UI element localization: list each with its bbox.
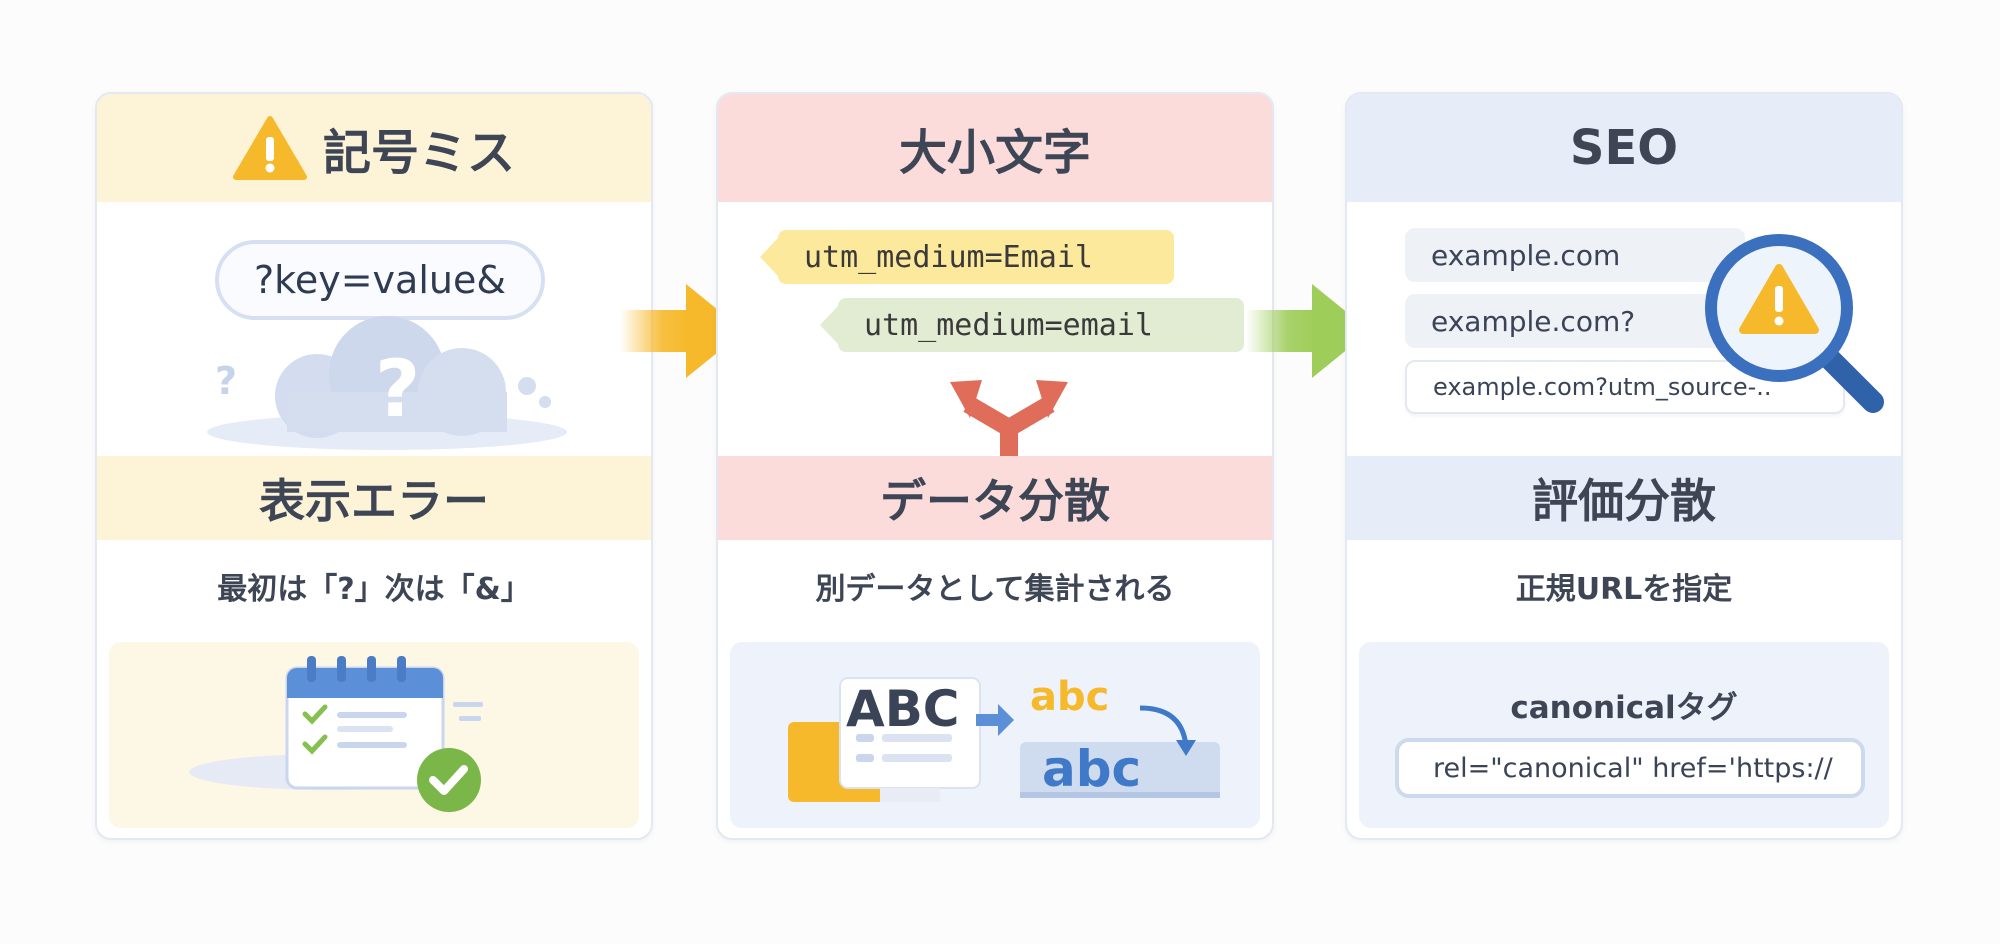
glyph-upper: ABC <box>846 680 960 738</box>
panel-note: 別データとして集計される <box>815 572 1175 607</box>
url-item: example.com? <box>1405 294 1745 348</box>
url-item: example.com <box>1405 228 1745 282</box>
panel-header-text: 記号ミス <box>322 125 515 181</box>
canonical-panel <box>1359 642 1889 828</box>
question-icon: ? ? <box>207 316 567 450</box>
panel-symbol-error: 記号ミス ?key=value& ? ? 表示エラー 最初は「?」次は「&」 <box>95 92 653 840</box>
issue-label: データ分散 <box>718 456 1272 540</box>
query-example: ?key=value& <box>215 240 545 320</box>
canonical-tag-label: canonicalタグ <box>1510 690 1738 726</box>
flow-arrow-2 <box>1246 284 1370 378</box>
issue-label: 評価分散 <box>1347 456 1901 540</box>
panel-header: 記号ミス <box>97 94 651 202</box>
case-panel: ABC abc abc <box>730 642 1260 828</box>
magnifier-warning-icon <box>1705 234 1884 413</box>
canonical-code: rel="canonical" href='https:// <box>1395 738 1865 798</box>
panel-case-sensitivity: 大小文字 utm_medium=Email utm_medium=email デ… <box>716 92 1274 840</box>
utm-tag-upper: utm_medium=Email <box>760 230 1174 284</box>
panel-header: 大小文字 <box>718 94 1272 202</box>
flow-arrow-1 <box>620 284 744 378</box>
issue-label: 表示エラー <box>97 456 651 540</box>
case-illustration: ABC abc abc <box>788 674 1220 802</box>
glyph-lower-small: abc <box>1030 674 1109 720</box>
svg-text:?: ? <box>375 345 420 435</box>
panel-note: 最初は「?」次は「&」 <box>217 572 531 607</box>
panel-header: SEO <box>1347 94 1901 202</box>
svg-text:?: ? <box>215 359 237 403</box>
panel-note: 正規URLを指定 <box>1515 572 1733 607</box>
calendar-check-icon <box>189 656 483 812</box>
panel-seo: SEO example.com example.com? example.com… <box>1345 92 1903 840</box>
calendar-panel <box>109 642 639 828</box>
glyph-lower-big: abc <box>1042 740 1141 798</box>
utm-tag-lower: utm_medium=email <box>820 298 1244 352</box>
split-arrow-icon <box>950 380 1068 456</box>
warning-icon <box>232 116 307 180</box>
